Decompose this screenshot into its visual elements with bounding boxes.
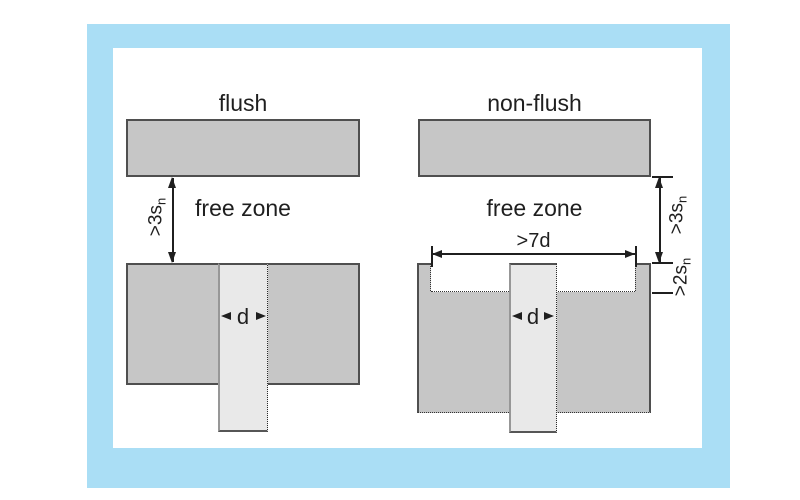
arrowhead-left-icon: [432, 250, 442, 258]
non-flush-diameter-label: d: [526, 304, 540, 329]
flush-title: flush: [218, 90, 268, 116]
non-flush-gap-dimension-line: [659, 178, 661, 262]
recess-depth-dimension-label: >2sn: [670, 257, 694, 297]
extension-tick-right: [635, 246, 637, 267]
flush-target-plate: [126, 119, 360, 177]
flush-gap-dimension-label: >3sn: [145, 197, 169, 237]
non-flush-block-right-wall: [635, 263, 651, 293]
recess-width-dimension-line: [432, 253, 635, 255]
arrowhead-up-icon: [655, 177, 663, 188]
arrowhead-right-icon: [256, 312, 266, 320]
plate-extension-line: [652, 176, 673, 178]
recess-floor-extension-line: [652, 292, 673, 294]
non-flush-title: non-flush: [487, 90, 582, 116]
non-flush-free-zone-label: free zone: [486, 195, 583, 221]
arrowhead-left-icon: [221, 312, 231, 320]
arrowhead-down-icon: [168, 252, 176, 263]
extension-tick-left: [431, 246, 433, 267]
non-flush-sensor: [509, 263, 557, 433]
arrowhead-right-icon: [544, 312, 554, 320]
recess-width-label: >7d: [516, 230, 551, 252]
arrowhead-down-icon: [655, 252, 663, 263]
flush-free-zone-label: free zone: [195, 195, 291, 221]
non-flush-target-plate: [418, 119, 651, 177]
flush-gap-dimension-line: [172, 178, 174, 262]
flush-diameter-label: d: [236, 304, 250, 329]
arrowhead-left-icon: [512, 312, 522, 320]
arrowhead-up-icon: [168, 177, 176, 188]
non-flush-block-left-wall: [417, 263, 431, 293]
flush-sensor: [218, 263, 268, 432]
arrowhead-right-icon: [625, 250, 635, 258]
non-flush-gap-dimension-label: >3sn: [666, 195, 690, 235]
